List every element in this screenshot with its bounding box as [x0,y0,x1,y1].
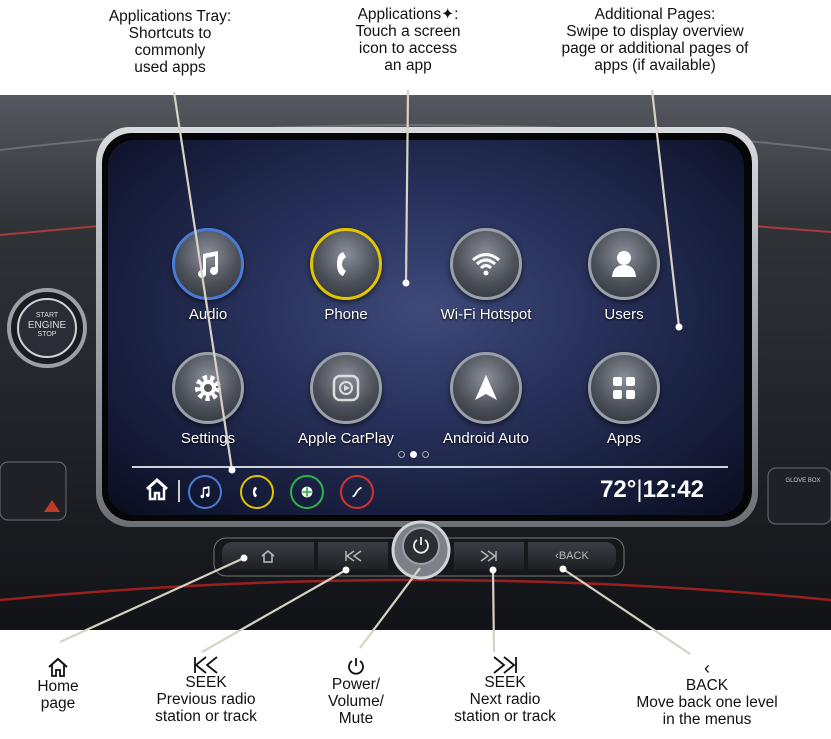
apps-grid-icon [613,377,635,399]
applications-tray-divider [132,466,728,468]
back-chevron-icon: ‹ [555,550,559,562]
back-chevron-icon: ‹ [704,658,710,678]
tray-separator [178,480,180,502]
callout-applications-tray: Applications Tray: Shortcuts to commonly… [108,8,232,76]
callout-seek-next: SEEK Next radio station or track [422,656,588,725]
callout-seek-previous: SEEK Previous radio station or track [126,656,286,725]
wifi-icon [472,253,500,276]
callout-applications: Applications✦: Touch a screen icon to ac… [355,6,461,74]
power-knob[interactable] [410,534,432,556]
power-icon [348,658,364,675]
seek-previous-icon [345,550,362,562]
music-note-icon [198,251,218,278]
seek-previous-hardware-button[interactable] [318,542,388,570]
tray-onstar-icon[interactable] [340,475,374,509]
infotainment-screen: Audio Phone Wi-Fi Hotspot Users Settings… [108,140,744,515]
status-readout: 72°|12:42 [600,476,704,503]
seek-previous-icon [194,656,218,674]
tray-phone-icon[interactable] [240,475,274,509]
app-apps[interactable]: Apps [564,352,684,447]
seek-next-icon [493,656,517,674]
callout-home: Home page [20,656,96,712]
app-apple-carplay[interactable]: Apple CarPlay [286,352,406,447]
callout-back: ‹BACK Move back one level in the menus [612,658,802,728]
seek-next-icon [480,550,497,562]
home-icon [261,550,275,563]
app-phone[interactable]: Phone [286,228,406,323]
callout-additional-pages: Additional Pages: Swipe to display overv… [561,6,749,74]
app-wifi-hotspot[interactable]: Wi-Fi Hotspot [426,228,546,323]
home-screen-icon[interactable] [144,476,170,507]
app-users[interactable]: Users [564,228,684,323]
start-engine-button[interactable]: START ENGINE STOP [27,312,67,338]
app-android-auto[interactable]: Android Auto [426,352,546,447]
home-hardware-button[interactable] [222,542,314,570]
callout-power: Power/ Volume/ Mute [316,656,396,727]
phone-handset-icon [337,252,346,276]
tray-audio-icon[interactable] [188,475,222,509]
carplay-icon [332,374,360,402]
tray-navigation-icon[interactable] [290,475,324,509]
app-settings[interactable]: Settings [148,352,268,447]
gear-icon [195,375,221,401]
android-auto-icon [475,375,497,400]
power-icon [413,537,429,554]
user-icon [612,251,636,277]
home-icon [48,657,68,677]
glovebox-button[interactable]: GLOVE BOX [785,478,821,484]
app-audio[interactable]: Audio [148,228,268,323]
temperature-readout: 72° [600,476,637,503]
page-indicator[interactable] [398,451,429,458]
clock-readout: 12:42 [642,476,704,503]
back-hardware-button[interactable]: ‹BACK [528,542,616,570]
seek-next-hardware-button[interactable] [454,542,524,570]
